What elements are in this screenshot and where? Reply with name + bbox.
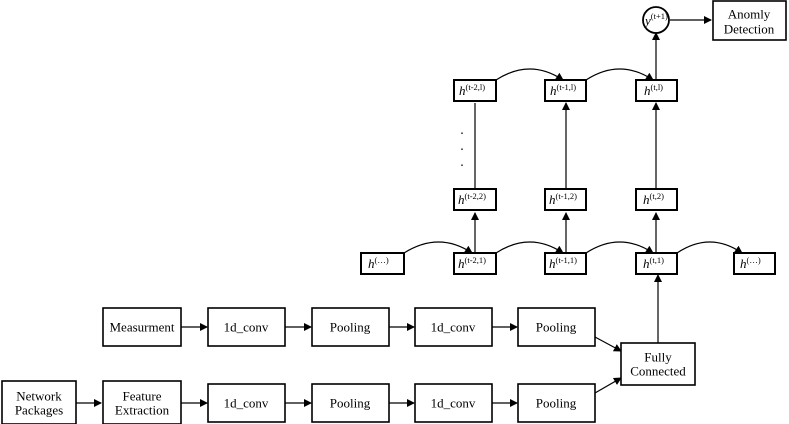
hidden-right-end: h(…) (740, 255, 761, 271)
hidden-left-end: h(…) (368, 255, 389, 271)
fully-connected-box (620, 342, 696, 386)
hidden-t2-2: h(t-2,2) (458, 191, 486, 207)
output-label: y(t+1) (643, 11, 668, 28)
feature-extraction-box (102, 380, 182, 424)
feature-extraction-line1: Feature (123, 389, 162, 404)
cnn-top-row: Measurment 1d_conv Pooling 1d_conv Pooli… (102, 307, 596, 347)
hidden-t2-1-box (453, 252, 497, 275)
hidden-t-l: h(t,l) (644, 82, 663, 98)
pool1-bot-label: Pooling (330, 396, 371, 411)
conv1-bot-box (207, 383, 286, 423)
hidden-t-1: h(t,1) (643, 255, 664, 271)
pool2-bot-label: Pooling (536, 396, 577, 411)
hidden-t1-l: h(t-1,l) (550, 82, 576, 98)
pool1-top-box (311, 307, 390, 347)
edge-curve-ll-a (487, 68, 564, 88)
hidden-t1-1: h(t-1,1) (549, 255, 577, 271)
pool2-top-box (517, 307, 596, 347)
hidden-t2-l-box (453, 79, 497, 102)
hidden-t-1-box (635, 252, 678, 275)
hidden-t-2: h(t,2) (643, 191, 664, 207)
anomaly-detection-line1: Anomly (728, 7, 771, 22)
hidden-t1-l-box (544, 79, 587, 102)
hidden-t1-1-box (544, 252, 587, 275)
hidden-t-2-box (635, 188, 678, 211)
hidden-t1-2: h(t-1,2) (549, 191, 577, 207)
network-packages-line1: Network (16, 389, 62, 404)
edge-pool-fc-bot (594, 377, 622, 394)
conv1-bot-label: 1d_conv (224, 396, 269, 411)
conv2-bot-box (414, 383, 493, 423)
fully-connected-line1: Fully (644, 350, 672, 365)
edge-curve-ll-b (577, 68, 654, 88)
hidden-t2-2-box (453, 188, 497, 211)
lstm-layer-l: h(t-2,l) h(t-1,l) h(t,l) (453, 79, 678, 102)
feature-extraction-line2: Extraction (115, 403, 170, 418)
lstm-layer-2: h(t-2,2) h(t-1,2) h(t,2) (453, 188, 678, 211)
pool1-top-label: Pooling (330, 320, 371, 335)
conv2-top-label: 1d_conv (431, 320, 476, 335)
anomaly-detection-line2: Detection (724, 22, 775, 37)
hidden-t1-2-box (544, 188, 587, 211)
fully-connected: Fully Connected (620, 342, 696, 386)
pool2-top-label: Pooling (536, 320, 577, 335)
layer-ellipsis: . . . (460, 123, 464, 170)
output-node: y(t+1) (642, 6, 670, 34)
pool2-bot-box (517, 383, 596, 423)
anomaly-detection: Anomly Detection (712, 0, 787, 41)
measurement-box (102, 307, 182, 347)
hidden-t2-1: h(t-2,1) (458, 255, 486, 271)
conv1-top-label: 1d_conv (224, 320, 269, 335)
ellipsis-dot-3: . (460, 155, 464, 170)
conv2-bot-label: 1d_conv (431, 396, 476, 411)
ellipsis-dot-1: . (460, 123, 464, 138)
edge-curve-l1-d (668, 241, 743, 261)
edges (76, 16, 743, 407)
hidden-right-end-box (733, 252, 776, 275)
edge-curve-l1-b (487, 241, 564, 261)
network-packages-line2: Packages (15, 403, 63, 418)
conv2-top-box (414, 307, 493, 347)
hidden-t-l-box (635, 79, 678, 102)
output-circle (642, 6, 670, 34)
hidden-left-end-box (360, 252, 405, 275)
anomaly-detection-box (712, 0, 787, 41)
edge-curve-l1-c (577, 241, 654, 261)
network-packages-box (1, 380, 77, 424)
measurement-label: Measurment (110, 320, 175, 335)
cnn-bottom-row: Network Packages Feature Extraction 1d_c… (1, 380, 596, 424)
ellipsis-dot-2: . (460, 139, 464, 154)
hidden-t2-l: h(t-2,l) (459, 82, 485, 98)
edge-pool-fc-top (594, 336, 622, 352)
lstm-layer-1: h(…) h(t-2,1) h(t-1,1) h(t,1) h(…) (360, 252, 776, 275)
edge-curve-l1-a (395, 241, 473, 261)
pool1-bot-box (311, 383, 390, 423)
fully-connected-line2: Connected (630, 364, 686, 379)
conv1-top-box (207, 307, 286, 347)
